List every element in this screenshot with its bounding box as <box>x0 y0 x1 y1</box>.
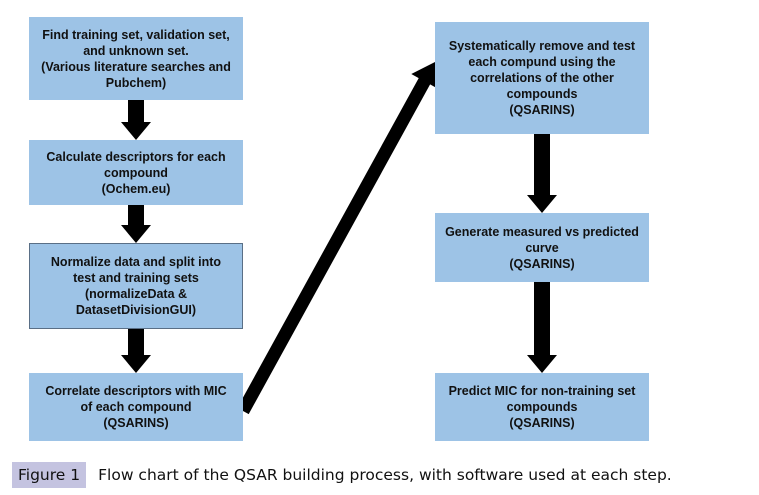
figure-label: Figure 1 <box>12 462 87 488</box>
step-text-line: Find training set, validation set, <box>42 27 230 42</box>
step-text-line: correlations of the other <box>470 71 614 85</box>
step-text-line: (QSARINS) <box>509 103 575 117</box>
step-text-line: compounds <box>506 87 578 101</box>
step-predict-mic: Predict MIC for non-training set compound… <box>435 373 649 441</box>
arrow-normalize-split-to-correlate-descriptors <box>121 329 151 373</box>
figure-caption: Figure 1 Flow chart of the QSAR building… <box>12 462 672 488</box>
step-text-line: Normalize data and split into <box>50 255 222 269</box>
step-text-line: (Various literature searches and <box>41 59 231 74</box>
step-remove-test: Systematically remove and test each compu… <box>435 22 649 134</box>
step-text-line: (QSARINS) <box>103 416 169 430</box>
arrow-remove-test-to-measured-vs-predicted <box>527 134 557 213</box>
step-text-line: test and training sets <box>73 271 199 285</box>
step-text-line: of each compound <box>80 400 192 414</box>
arrow-correlate-descriptors-to-remove-test <box>237 62 438 415</box>
step-text-line: DatasetDivisionGUI) <box>75 303 197 317</box>
step-text-line: Predict MIC for non-training set <box>448 384 636 398</box>
caption-text: Flow chart of the QSAR building process,… <box>98 466 672 484</box>
step-text-line: and unknown set. <box>83 43 189 58</box>
arrow-find-sets-to-calculate-descriptors <box>121 100 151 140</box>
step-text-line: Calculate descriptors for each <box>46 149 226 164</box>
step-text-line: curve <box>525 240 559 255</box>
step-find-sets: Find training set, validation set,and un… <box>29 17 243 100</box>
step-text-line: Generate measured vs predicted <box>445 224 639 239</box>
step-text-line: each compund using the <box>468 55 616 69</box>
step-text-line: Systematically remove and test <box>448 39 636 53</box>
arrow-measured-vs-predicted-to-predict-mic <box>527 282 557 373</box>
step-correlate-descriptors: Correlate descriptors with MIC of each co… <box>29 373 243 441</box>
step-text-line: (QSARINS) <box>509 256 575 271</box>
step-text-line: (QSARINS) <box>509 416 575 430</box>
step-text-line: Pubchem) <box>105 75 167 90</box>
step-text-line: (Ochem.eu) <box>101 181 171 196</box>
step-text-line: Correlate descriptors with MIC <box>45 384 227 398</box>
step-normalize-split: Normalize data and split into test and tr… <box>29 243 243 329</box>
step-text-line: compounds <box>506 400 578 414</box>
step-text-line: (normalizeData & <box>84 287 188 301</box>
step-text-line: compound <box>104 165 168 180</box>
arrow-calculate-descriptors-to-normalize-split <box>121 205 151 243</box>
